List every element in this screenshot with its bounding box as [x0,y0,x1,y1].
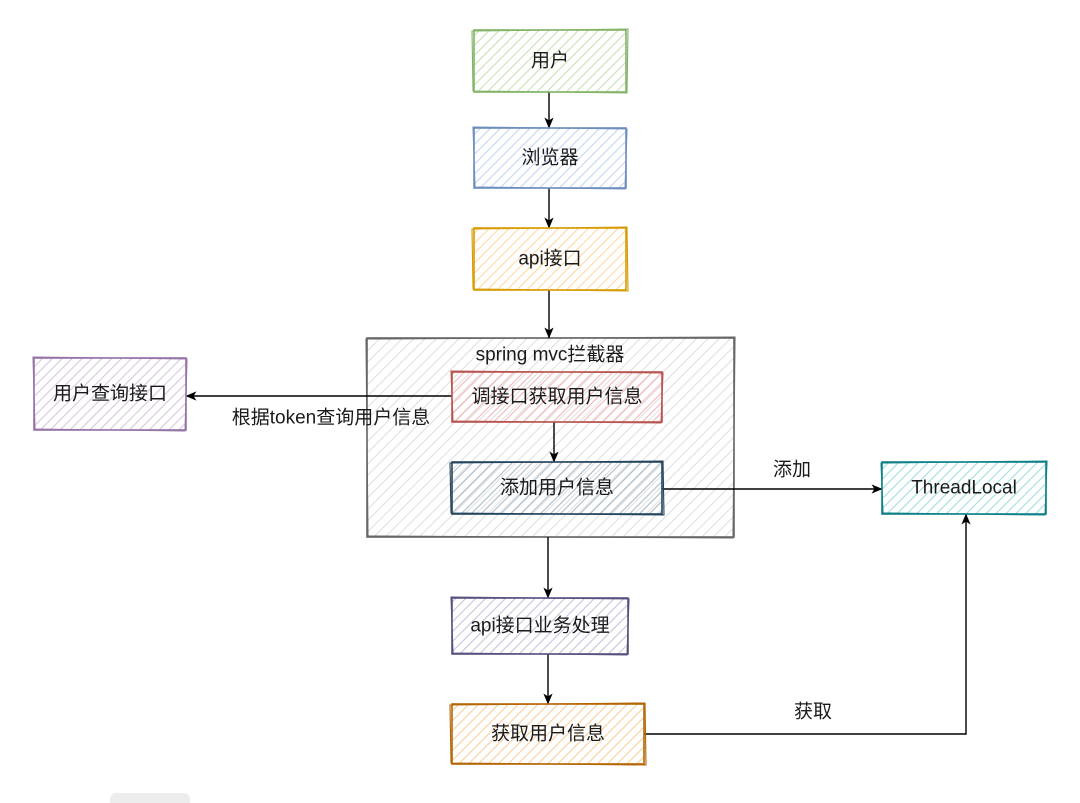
edge-label-get: 获取 [794,701,832,723]
node-browser: 浏览器 [472,126,628,190]
node-add-info-label: 添加用户信息 [500,477,614,499]
node-business: api接口业务处理 [450,596,630,656]
node-browser-sketch [472,126,628,190]
edge-label-query-by-token: 根据token查询用户信息 [232,407,430,429]
node-user-query-api-border [32,356,188,432]
node-call-api-border [450,370,664,424]
node-add-info-border [449,460,665,516]
node-add-info-sketch [449,460,665,516]
node-call-api-sketch [450,370,664,424]
node-browser-border [472,126,628,190]
node-call-api: 调接口获取用户信息 [450,370,664,424]
node-user-query-api: 用户查询接口 [32,356,188,432]
node-get-info-border [449,702,647,766]
node-user-label: 用户 [531,50,569,72]
node-add-info-shape [451,461,663,515]
node-user-query-api-label: 用户查询接口 [53,383,167,405]
node-call-api-label: 调接口获取用户信息 [471,386,642,408]
node-get-info-shape [451,703,645,765]
node-api-sketch [471,226,629,292]
node-thread-local-label: ThreadLocal [911,478,1017,499]
node-thread-local: ThreadLocal [880,460,1048,516]
node-get-info-sketch [449,702,647,766]
node-user: 用户 [471,28,629,94]
edge-label-add: 添加 [773,459,811,481]
bottom-overlay-fragment [110,793,190,803]
node-get-info-label: 获取用户信息 [491,723,605,745]
edge-get-info-to-thread-local [644,513,971,735]
node-business-border [450,596,630,656]
node-user-query-api-sketch [32,356,188,432]
node-thread-local-sketch [880,460,1048,516]
node-api: api接口 [471,226,629,292]
node-user-sketch [471,28,629,94]
node-interceptor-title: spring mvc拦截器 [476,344,625,366]
node-browser-label: 浏览器 [521,147,578,169]
node-add-info: 添加用户信息 [449,460,665,516]
node-get-info: 获取用户信息 [449,702,647,766]
node-business-sketch [450,596,630,656]
node-call-api-shape [451,371,663,423]
node-interceptor-sketch [365,336,736,539]
node-business-label: api接口业务处理 [470,615,609,637]
node-user-border [471,28,629,94]
node-thread-local-border [880,460,1048,516]
node-api-label: api接口 [518,248,581,270]
node-api-border [471,226,629,292]
